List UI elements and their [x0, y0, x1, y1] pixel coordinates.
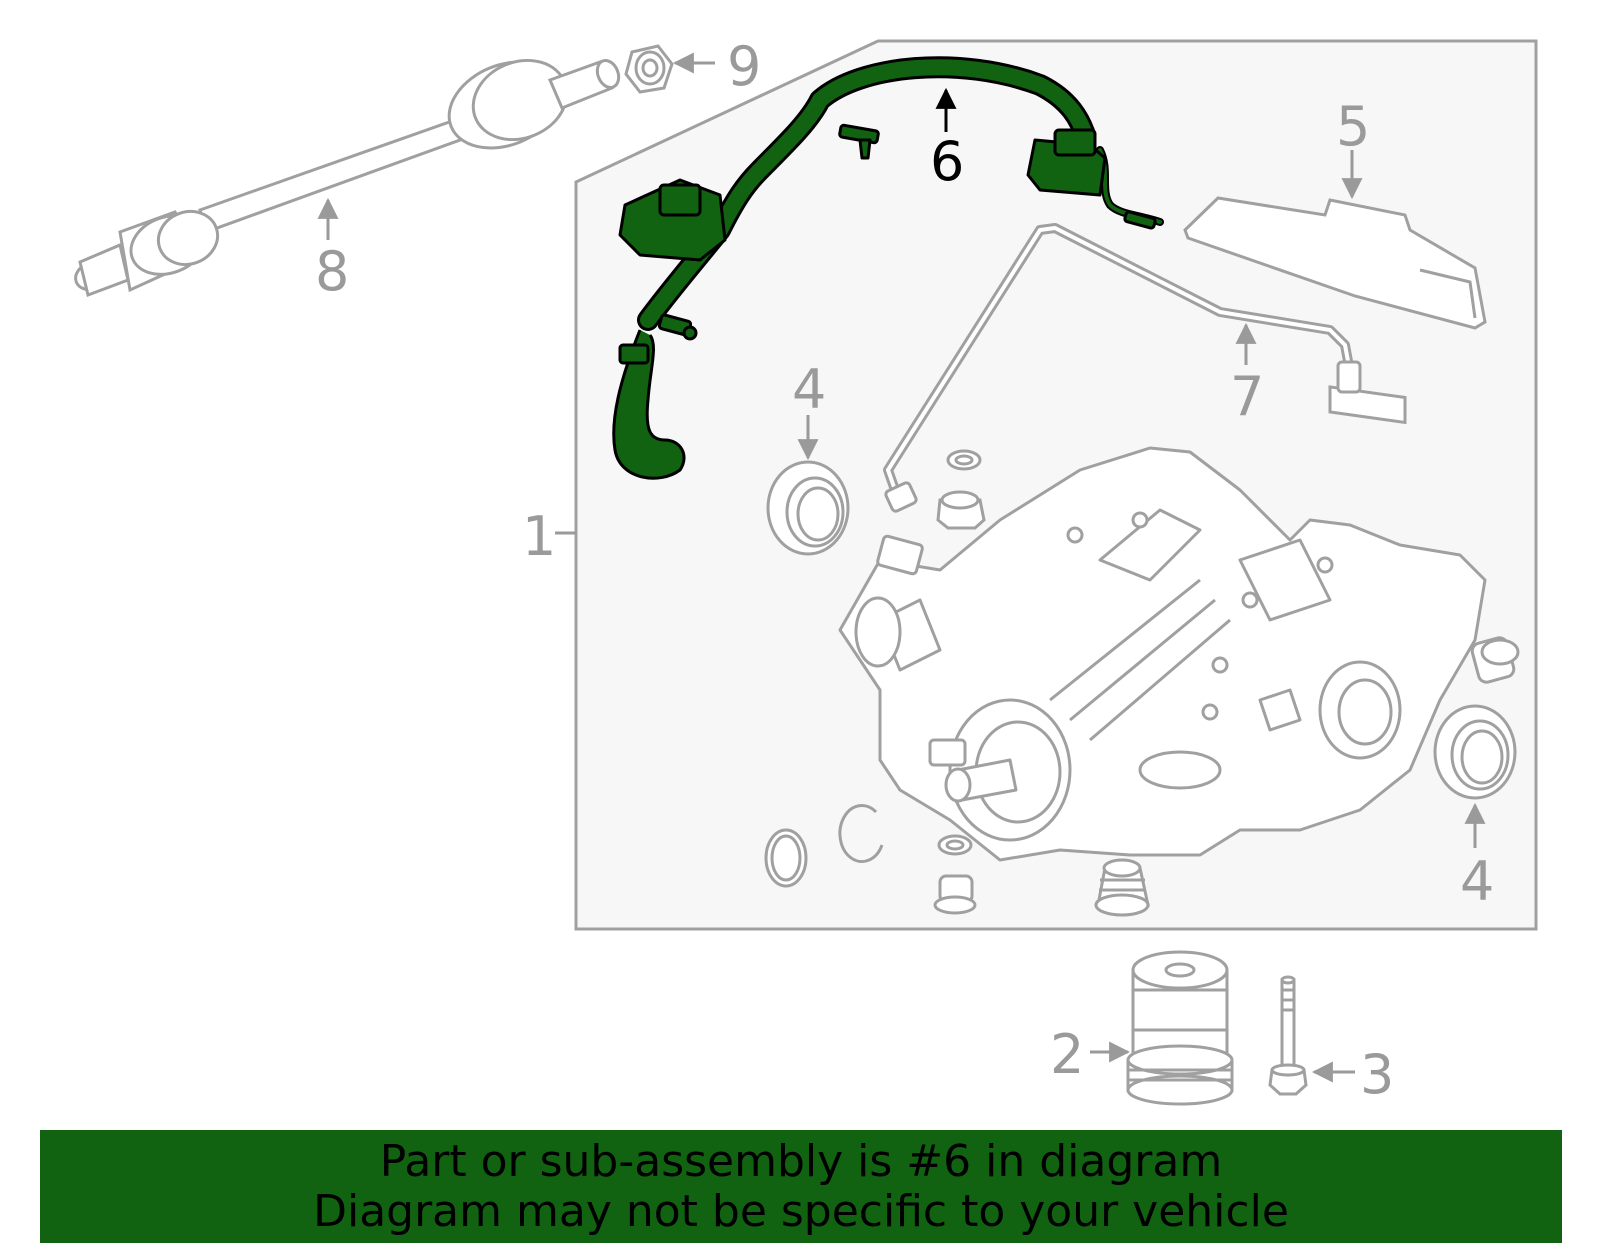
info-banner: Part or sub-assembly is #6 in diagram Di…	[40, 1130, 1562, 1243]
bushing-part-2	[1126, 950, 1234, 1106]
banner-line-2: Diagram may not be specific to your vehi…	[313, 1185, 1289, 1237]
leader-lines	[317, 52, 1486, 1083]
callout-9: 9	[727, 35, 761, 98]
callout-4-lower: 4	[1460, 850, 1494, 913]
differential-housing	[838, 446, 1487, 862]
wiring-harness-part-6	[612, 56, 1164, 480]
callout-2: 2	[1050, 1023, 1084, 1086]
seal-part-4-upper	[766, 460, 850, 556]
callout-5: 5	[1336, 95, 1370, 158]
callout-6: 6	[930, 130, 964, 193]
small-hardware	[764, 449, 1520, 917]
axle-shaft-part-8	[74, 58, 621, 297]
bolt-part-3	[1268, 975, 1308, 1096]
callout-3: 3	[1360, 1043, 1394, 1106]
callout-8: 8	[315, 240, 349, 303]
seal-part-4-lower	[1433, 704, 1517, 800]
callout-1: 1	[522, 505, 556, 568]
callout-4-upper: 4	[792, 358, 826, 421]
nut-part-9	[624, 44, 674, 94]
cover-part-5	[1183, 196, 1487, 425]
callout-7: 7	[1230, 365, 1264, 428]
banner-line-1: Part or sub-assembly is #6 in diagram	[379, 1135, 1223, 1187]
